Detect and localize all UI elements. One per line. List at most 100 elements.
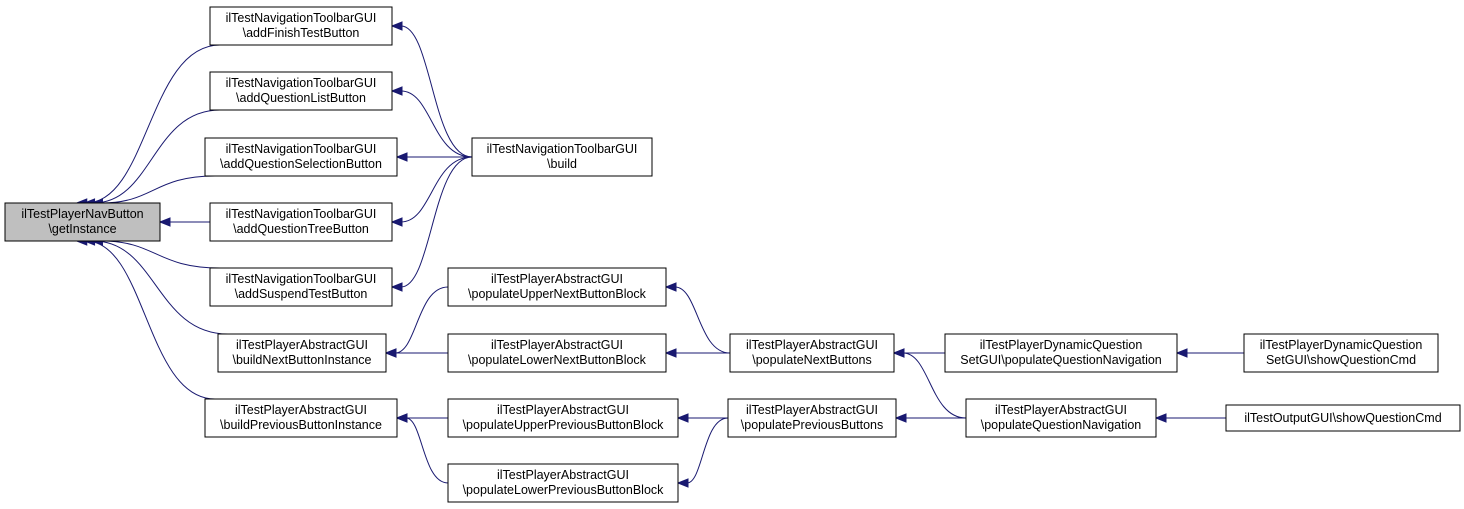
node-label-line2: \buildNextButtonInstance [233,353,372,367]
node-iltestplayerabstractgui-buildpreviousbuttoninstance[interactable]: ilTestPlayerAbstractGUI\buildPreviousBut… [204,398,398,438]
node-box [447,267,667,307]
edge-n8-to-n1 [390,21,473,158]
edge-n13-to-n9 [664,282,731,354]
arrow-head-icon [892,348,905,358]
node-label-line1: ilTestNavigationToolbarGUI [226,11,377,25]
node-box [209,267,393,307]
node-label-line1: ilTestNavigationToolbarGUI [487,142,638,156]
node-iltestplayerabstractgui-populateupperpreviousbuttonblock[interactable]: ilTestPlayerAbstractGUI\populateUpperPre… [447,398,679,438]
node-box [209,71,393,111]
node-label-line1: ilTestPlayerDynamicQuestion [1260,338,1423,352]
node-box [447,398,679,438]
node-label-line1: ilTestPlayerAbstractGUI [497,468,629,482]
node-iltestplayerabstractgui-populatequestionnavigation[interactable]: ilTestPlayerAbstractGUI\populateQuestion… [965,398,1157,438]
node-iltestplayerabstractgui-populatenextbuttons[interactable]: ilTestPlayerAbstractGUI\populateNextButt… [729,333,895,373]
node-label-line1: ilTestPlayerAbstractGUI [746,403,878,417]
node-box [217,333,387,373]
node-label-line2: \populateNextButtons [752,353,872,367]
edge-n8-to-n5 [390,156,473,292]
node-label-line2: \addQuestionListButton [236,91,366,105]
edge-n10-to-n6 [384,348,448,358]
edge-n8-to-n2 [390,86,473,158]
arrow-head-icon [390,21,403,31]
node-label-line2: \populateUpperPreviousButtonBlock [463,418,665,432]
node-iltestplayerabstractgui-populateuppernextbuttonblock[interactable]: ilTestPlayerAbstractGUI\populateUpperNex… [447,267,667,307]
edge-n16-to-n14 [894,413,966,423]
edge-line [400,90,473,158]
node-label-line1: ilTestPlayerAbstractGUI [995,403,1127,417]
node-box [727,398,897,438]
node-box [1225,404,1461,432]
node-iltestplayernavbutton-getinstance[interactable]: ilTestPlayerNavButton\getInstance [4,202,161,242]
node-label-line2: \populateUpperNextButtonBlock [468,287,647,301]
node-label-line2: \getInstance [48,222,116,236]
node-label-line1: ilTestNavigationToolbarGUI [226,142,377,156]
node-label-line1: ilTestPlayerNavButton [21,207,143,221]
node-box [204,398,398,438]
node-label-line1: ilTestPlayerAbstractGUI [497,403,629,417]
node-iltestnavigationtoolbargui-addquestiontreebutton[interactable]: ilTestNavigationToolbarGUI\addQuestionTr… [209,202,393,242]
node-label-line2: \build [547,157,577,171]
node-label-line1: ilTestNavigationToolbarGUI [226,76,377,90]
node-label-line2: \addSuspendTestButton [235,287,368,301]
node-box [447,463,679,503]
arrow-head-icon [395,152,408,162]
node-iltestplayerdynamicquestion-setgui-showquestioncmd[interactable]: ilTestPlayerDynamicQuestionSetGUI\showQu… [1243,333,1439,373]
arrow-head-icon [384,348,397,358]
edge-n14-to-n12 [676,417,729,488]
arrow-head-icon [390,86,403,96]
edge-n8-to-n3 [395,152,472,162]
edge-line [101,240,221,269]
arrow-head-icon [676,478,689,488]
node-iltestoutputgui-showquestioncmd[interactable]: ilTestOutputGUI\showQuestionCmd [1225,404,1461,432]
edge-line [85,240,216,400]
node-label-line1: ilTestPlayerAbstractGUI [491,272,623,286]
node-iltestplayerabstractgui-populatepreviousbuttons[interactable]: ilTestPlayerAbstractGUI\populatePrevious… [727,398,897,438]
node-label-line1: ilTestNavigationToolbarGUI [226,207,377,221]
edge-line [394,286,449,354]
edge-n3-to-n0 [91,175,216,208]
edge-n12-to-n7 [395,413,449,484]
edge-n4-to-n0 [158,217,210,227]
node-box [447,333,667,373]
edge-line [101,175,216,204]
node-iltestnavigationtoolbargui-addquestionselectionbutton[interactable]: ilTestNavigationToolbarGUI\addQuestionSe… [204,137,398,177]
node-iltestnavigationtoolbargui-addquestionlistbutton[interactable]: ilTestNavigationToolbarGUI\addQuestionLi… [209,71,393,111]
node-label-line2: SetGUI\populateQuestionNavigation [960,353,1162,367]
arrow-head-icon [390,282,403,292]
arrow-head-icon [1175,348,1188,358]
arrow-head-icon [158,217,171,227]
edge-line [400,25,473,158]
node-label-line2: \populateLowerPreviousButtonBlock [463,483,665,497]
node-label-line2: \buildPreviousButtonInstance [220,418,382,432]
node-iltestnavigationtoolbargui-build[interactable]: ilTestNavigationToolbarGUI\build [471,137,653,177]
edge-n7-to-n0 [75,236,216,400]
edge-line [93,109,221,204]
node-iltestplayerabstractgui-populatelowernextbuttonblock[interactable]: ilTestPlayerAbstractGUI\populateLowerNex… [447,333,667,373]
edges-layer [75,21,1244,488]
node-iltestplayerdynamicquestion-setgui-populatequestionnavigation[interactable]: ilTestPlayerDynamicQuestionSetGUI\popula… [944,333,1178,373]
edge-line [405,417,449,484]
node-iltestplayerabstractgui-populatelowerpreviousbuttonblock[interactable]: ilTestPlayerAbstractGUI\populateLowerPre… [447,463,679,503]
node-label-line1: ilTestOutputGUI\showQuestionCmd [1244,411,1441,425]
node-box [729,333,895,373]
node-iltestnavigationtoolbargui-addfinishtestbutton[interactable]: ilTestNavigationToolbarGUI\addFinishTest… [209,6,393,46]
arrow-head-icon [390,217,403,227]
node-label-line1: ilTestPlayerAbstractGUI [235,403,367,417]
node-box [965,398,1157,438]
edge-n8-to-n4 [390,156,473,227]
node-label-line1: ilTestPlayerAbstractGUI [236,338,368,352]
node-box [209,202,393,242]
node-box [204,137,398,177]
edge-line [400,156,473,288]
edge-line [85,44,221,204]
node-box [209,6,393,46]
node-label-line1: ilTestPlayerAbstractGUI [746,338,878,352]
node-label-line2: \addFinishTestButton [243,26,360,40]
edge-line [674,286,731,354]
nodes-layer: ilTestPlayerNavButton\getInstance ilTestN… [4,6,1461,503]
node-iltestnavigationtoolbargui-addsuspendtestbutton[interactable]: ilTestNavigationToolbarGUI\addSuspendTes… [209,267,393,307]
arrow-head-icon [676,413,689,423]
node-iltestplayerabstractgui-buildnextbuttoninstance[interactable]: ilTestPlayerAbstractGUI\buildNextButtonI… [217,333,387,373]
